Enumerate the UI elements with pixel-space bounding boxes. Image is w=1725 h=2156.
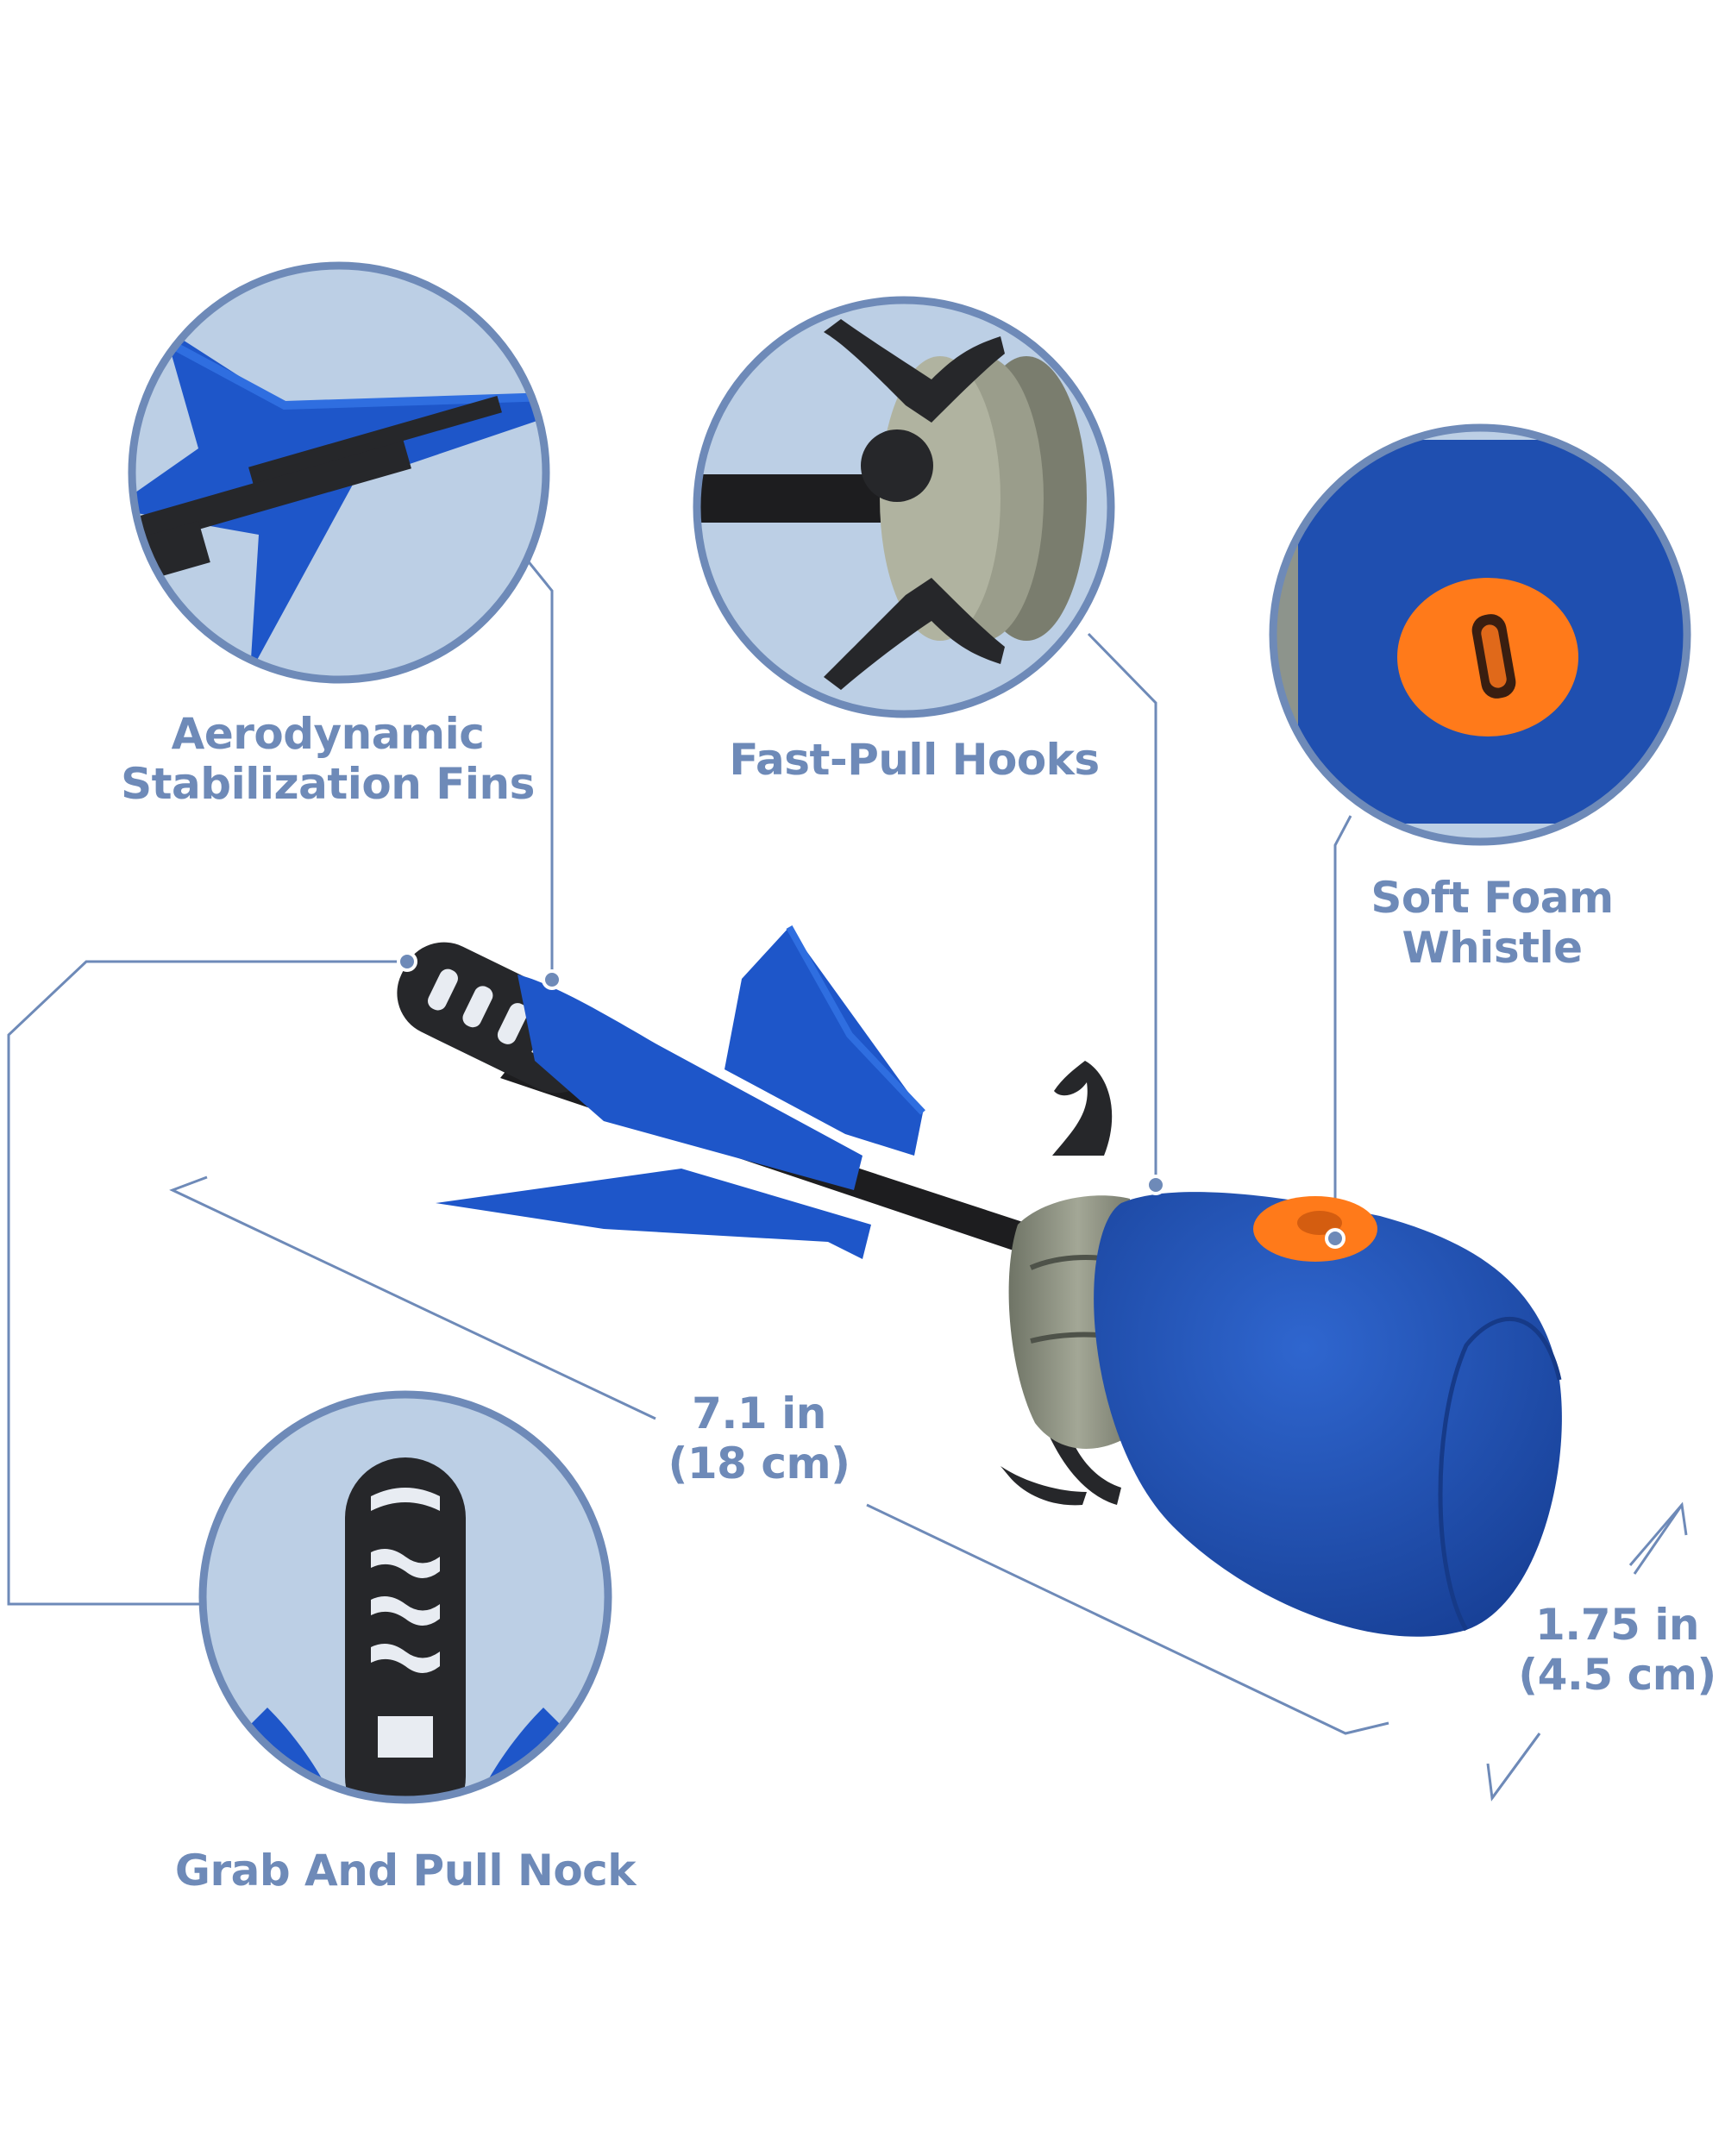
foam-rocket: [397, 925, 1562, 1637]
whistle-callout-circle: [1269, 423, 1691, 846]
nock-callout-circle: [198, 1390, 612, 1804]
leader-dots: [397, 951, 1346, 1249]
rocket-fin-lower: [436, 1169, 871, 1259]
nock-label: Grab And Pull Nock: [174, 1846, 637, 1896]
hooks-callout-circle: [693, 296, 1115, 718]
leader-lines: [7, 554, 1352, 1606]
hooks-leader-line: [1087, 632, 1157, 1181]
rocket-foam-head: [1094, 1192, 1562, 1637]
hooks-label: Fast-Pull Hooks: [729, 735, 1100, 785]
length-dimension-line: [169, 1175, 1389, 1735]
nock-closeup: [345, 1457, 466, 1800]
rocket-fin-body: [518, 975, 862, 1190]
rocket-hook-top: [1052, 1061, 1113, 1156]
whistle-leader-dot: [1325, 1228, 1346, 1249]
width-dimension-label: 1.75 in (4.5 cm): [1518, 1600, 1716, 1700]
hook-top: [824, 319, 1005, 423]
fins-label: Aerodynamic Stabilization Fins: [121, 709, 535, 809]
fins-leader-dot: [542, 969, 562, 990]
nock-leader-line: [7, 960, 405, 1606]
fins-callout-circle: [128, 261, 550, 684]
fins-leader-line: [521, 554, 554, 975]
whistle-label: Soft Foam Whistle: [1371, 873, 1614, 973]
hooks-leader-dot: [1145, 1175, 1166, 1195]
width-dimension-line: [1486, 1501, 1688, 1802]
whistle-leader-line: [1333, 815, 1352, 1233]
nock-leader-dot: [397, 951, 417, 972]
hook-shaft-closeup: [697, 474, 897, 523]
fin-shaft-closeup: [132, 440, 411, 564]
rocket-fin-upper: [724, 927, 923, 1156]
hook-bottom: [824, 578, 1005, 690]
length-dimension-label: 7.1 in (18 cm): [668, 1388, 850, 1489]
